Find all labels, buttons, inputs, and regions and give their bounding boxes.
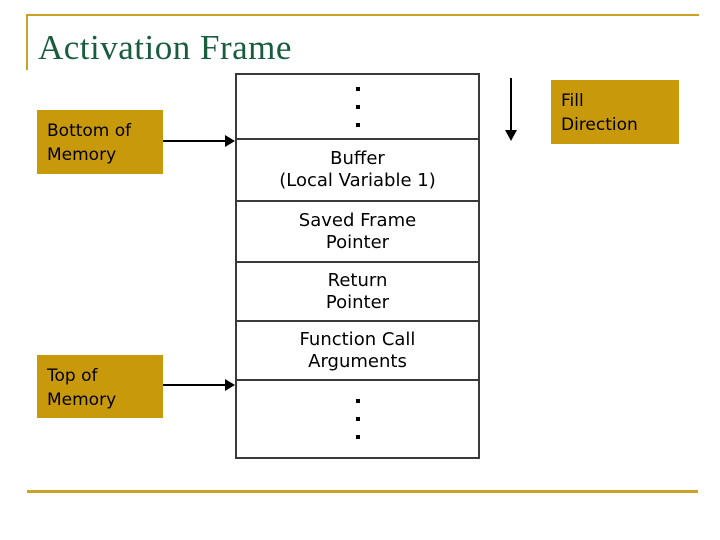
arrow-shaft (163, 140, 226, 142)
vertical-ellipsis-icon (355, 75, 360, 138)
arrow-head (225, 379, 235, 391)
dot (355, 435, 360, 439)
top-of-memory-arrow-icon (163, 379, 235, 391)
stack-row: Saved Frame Pointer (237, 202, 478, 263)
stack-row: Buffer (Local Variable 1) (237, 140, 478, 202)
callout-fill-direction: Fill Direction (551, 80, 679, 144)
dot (355, 417, 360, 421)
activation-frame-stack-diagram: Buffer (Local Variable 1) Saved Frame Po… (235, 73, 480, 459)
arrow-shaft (510, 78, 512, 132)
dot (355, 399, 360, 403)
dot (355, 104, 360, 109)
bottom-of-memory-arrow-icon (163, 135, 235, 147)
top-accent-rule-horizontal (26, 14, 699, 16)
arrow-shaft (163, 384, 226, 386)
fill-direction-down-arrow-icon (504, 78, 518, 142)
stack-row: Function Call Arguments (237, 322, 478, 381)
stack-row (237, 381, 478, 457)
arrow-head (225, 135, 235, 147)
callout-bottom-of-memory: Bottom of Memory (37, 110, 163, 174)
arrow-head (505, 130, 517, 141)
top-accent-rule-vertical (26, 14, 28, 70)
vertical-ellipsis-icon (355, 381, 360, 457)
stack-row: Return Pointer (237, 263, 478, 322)
callout-top-of-memory: Top of Memory (37, 355, 163, 418)
dot (355, 122, 360, 127)
bottom-accent-rule (27, 490, 698, 493)
page-title: Activation Frame (38, 28, 292, 67)
dot (355, 86, 360, 91)
stack-row (237, 75, 478, 140)
